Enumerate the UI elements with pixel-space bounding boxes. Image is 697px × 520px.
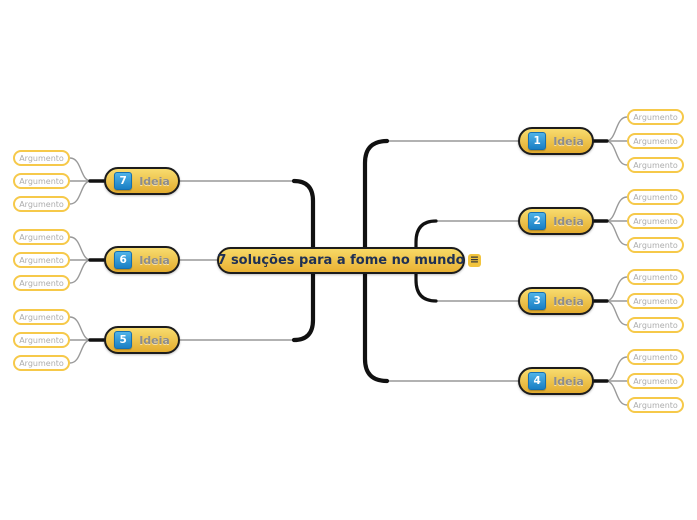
argument-node[interactable]: Argumento — [627, 237, 684, 253]
argument-node[interactable]: Argumento — [627, 397, 684, 413]
gray-parent-links — [180, 140, 519, 382]
idea-number-badge: 2 — [528, 212, 547, 230]
idea-label: Ideia — [553, 134, 584, 148]
argument-node[interactable]: Argumento — [627, 109, 684, 125]
idea-number-badge: 4 — [528, 372, 547, 390]
gray-child-fans-right — [604, 116, 628, 406]
idea-label: Ideia — [553, 294, 584, 308]
argument-node[interactable]: Argumento — [13, 309, 70, 325]
argument-node[interactable]: Argumento — [627, 317, 684, 333]
idea-node-7[interactable]: 7 Ideia — [104, 167, 180, 195]
argument-node[interactable]: Argumento — [627, 133, 684, 149]
root-topic[interactable]: 7 soluções para a fome no mundo — [217, 247, 465, 274]
argument-node[interactable]: Argumento — [627, 157, 684, 173]
idea-label: Ideia — [553, 214, 584, 228]
argument-node[interactable]: Argumento — [13, 332, 70, 348]
idea-node-1[interactable]: 1 Ideia — [518, 127, 594, 155]
idea-label: Ideia — [553, 374, 584, 388]
argument-node[interactable]: Argumento — [13, 275, 70, 291]
argument-node[interactable]: Argumento — [627, 269, 684, 285]
idea-number-badge: 5 — [114, 331, 133, 349]
argument-node[interactable]: Argumento — [13, 355, 70, 371]
argument-node[interactable]: Argumento — [13, 150, 70, 166]
idea-label: Ideia — [139, 333, 170, 347]
idea-node-2[interactable]: 2 Ideia — [518, 207, 594, 235]
idea-label: Ideia — [139, 174, 170, 188]
idea-number-badge: 7 — [114, 172, 133, 190]
argument-node[interactable]: Argumento — [627, 293, 684, 309]
idea-number-badge: 3 — [528, 292, 547, 310]
black-child-stubs — [88, 139, 609, 383]
argument-node[interactable]: Argumento — [627, 349, 684, 365]
root-topic-label: 7 soluções para a fome no mundo — [217, 253, 465, 268]
idea-number-badge: 1 — [528, 132, 547, 150]
idea-label: Ideia — [139, 253, 170, 267]
argument-node[interactable]: Argumento — [13, 229, 70, 245]
argument-node[interactable]: Argumento — [13, 252, 70, 268]
idea-node-5[interactable]: 5 Ideia — [104, 326, 180, 354]
argument-node[interactable]: Argumento — [627, 373, 684, 389]
argument-node[interactable]: Argumento — [13, 173, 70, 189]
idea-number-badge: 6 — [114, 251, 133, 269]
argument-node[interactable]: Argumento — [13, 196, 70, 212]
idea-node-3[interactable]: 3 Ideia — [518, 287, 594, 315]
notes-icon[interactable]: ≡ — [468, 253, 481, 267]
idea-node-4[interactable]: 4 Ideia — [518, 367, 594, 395]
argument-node[interactable]: Argumento — [627, 213, 684, 229]
argument-node[interactable]: Argumento — [627, 189, 684, 205]
idea-node-6[interactable]: 6 Ideia — [104, 246, 180, 274]
